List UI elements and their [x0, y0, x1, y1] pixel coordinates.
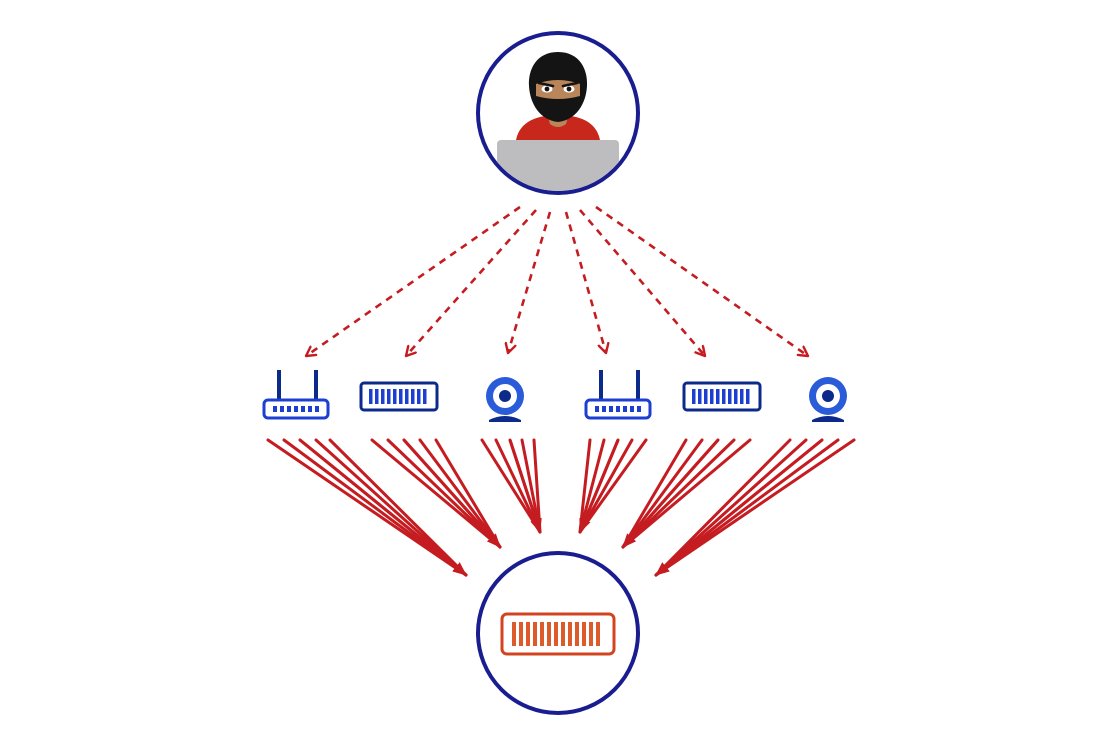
attack-arrowhead — [402, 438, 502, 549]
attack-line — [621, 438, 736, 549]
attacker-node — [476, 31, 640, 195]
attack-line — [480, 438, 542, 534]
wifi-router-icon — [262, 370, 330, 420]
attack-line — [314, 438, 468, 577]
attack-arrowhead — [299, 438, 467, 577]
command-arrows — [306, 205, 808, 356]
attack-line — [328, 438, 468, 577]
attack-arrowhead — [508, 439, 542, 533]
attack-line — [654, 438, 792, 577]
command-arrow — [564, 211, 606, 353]
attack-line — [578, 438, 648, 534]
attack-line — [370, 438, 502, 549]
attack-arrowhead — [578, 439, 620, 533]
attack-line — [532, 438, 542, 534]
attack-line — [621, 438, 688, 549]
attack-line — [578, 438, 606, 534]
attack-line — [621, 438, 752, 549]
attack-line — [654, 438, 856, 577]
command-arrow — [406, 209, 537, 356]
attack-line — [386, 438, 502, 549]
command-arrow — [306, 205, 521, 356]
attack-line — [621, 438, 704, 549]
attack-line — [266, 438, 468, 577]
webcam-icon — [809, 377, 847, 422]
server-rack-icon — [500, 612, 616, 656]
attack-line — [654, 438, 840, 577]
bot-devices — [262, 370, 847, 422]
target-node — [476, 551, 640, 715]
attack-line — [520, 438, 542, 534]
webcam-icon — [486, 377, 524, 422]
network-switch-icon — [682, 381, 762, 412]
wifi-router-icon — [584, 370, 652, 420]
command-arrow — [595, 205, 808, 356]
masked-hacker-with-laptop-icon — [497, 52, 619, 191]
command-arrow — [508, 211, 552, 353]
attack-arrowhead — [655, 438, 823, 577]
attack-line — [578, 438, 634, 534]
attack-arrowhead — [621, 439, 720, 548]
network-switch-icon — [359, 381, 439, 412]
attack-arrows — [266, 438, 856, 577]
command-arrow — [579, 209, 705, 356]
attack-line — [418, 438, 502, 549]
attack-line — [654, 438, 808, 577]
attack-line — [578, 438, 592, 534]
attack-line — [494, 438, 542, 534]
attack-line — [282, 438, 468, 577]
attack-line — [434, 438, 502, 549]
